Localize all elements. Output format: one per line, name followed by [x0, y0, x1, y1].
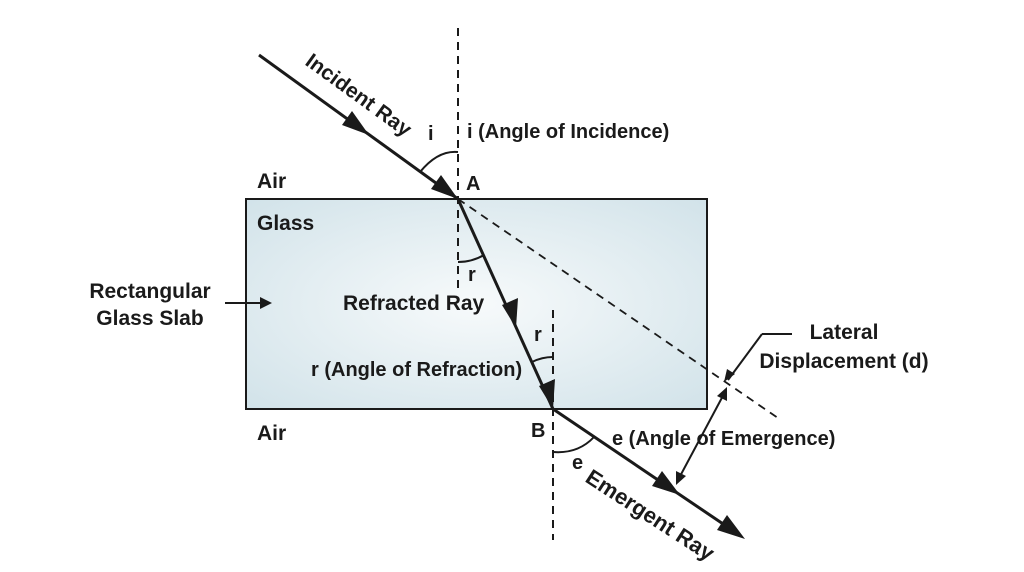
- label-lateral-line2: Displacement (d): [759, 350, 928, 373]
- emergent-ray-line: [552, 407, 736, 534]
- label-angle-emergence: e (Angle of Emergence): [612, 428, 835, 450]
- refracted-arrow-1: [502, 298, 518, 328]
- label-air-bottom: Air: [257, 422, 286, 445]
- label-angle-e: e: [572, 452, 583, 474]
- label-air-top: Air: [257, 170, 286, 193]
- label-angle-refraction: r (Angle of Refraction): [311, 359, 522, 381]
- glass-slab: [245, 198, 708, 410]
- arc-angle-e: [552, 436, 595, 454]
- incident-arrow-2: [431, 175, 458, 199]
- label-angle-r-bottom: r: [534, 324, 542, 346]
- label-point-b: B: [531, 420, 545, 442]
- refracted-arrow-2: [539, 379, 555, 409]
- label-point-a: A: [466, 173, 480, 195]
- displacement-arrow-top: [717, 387, 727, 401]
- incident-arrow-1: [342, 111, 369, 135]
- arc-angle-r-bottom: [531, 356, 554, 363]
- emergent-arrow-1: [652, 471, 680, 495]
- label-refracted-ray: Refracted Ray: [343, 292, 485, 315]
- displacement-line: [677, 391, 726, 481]
- label-slab-line1: Rectangular: [89, 280, 210, 303]
- label-slab-line2: Glass Slab: [96, 307, 203, 330]
- label-angle-i: i: [428, 123, 434, 145]
- label-emergent-ray: Emergent Ray: [581, 464, 719, 566]
- arc-angle-r-top: [457, 254, 485, 263]
- emergent-arrow-2: [717, 515, 745, 539]
- displacement-arrow-bottom: [676, 471, 686, 485]
- lateral-pointer-line: [727, 333, 763, 381]
- label-angle-r-top: r: [468, 264, 476, 286]
- lateral-pointer-arrow: [724, 369, 735, 382]
- label-lateral-line1: Lateral: [810, 321, 879, 344]
- label-angle-incidence: i (Angle of Incidence): [467, 121, 669, 143]
- arc-angle-i: [419, 150, 459, 173]
- slab-pointer-arrow: [260, 297, 272, 309]
- label-glass: Glass: [257, 212, 314, 235]
